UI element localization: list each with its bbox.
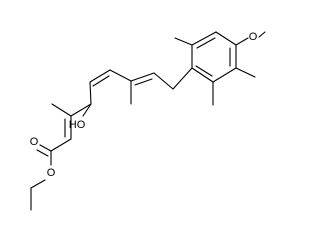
atom-labels: O HO O O xyxy=(30,31,258,179)
chain-bond xyxy=(172,67,193,90)
ring-bond xyxy=(215,31,237,46)
methyl-bond xyxy=(235,67,256,78)
ring-bond xyxy=(212,67,237,83)
chain-bond xyxy=(89,81,92,105)
carbonyl-oxygen-label: O xyxy=(30,136,39,148)
methoxy-oxygen-label: O xyxy=(249,31,258,43)
chain-bond xyxy=(50,138,72,152)
ring-bond xyxy=(191,31,217,46)
methyl-bond xyxy=(174,37,193,46)
chain-double-bond xyxy=(92,75,110,87)
structure-diagram: O HO O O xyxy=(30,31,266,211)
ring-bond xyxy=(195,65,213,77)
bond-lines xyxy=(30,31,266,211)
methoxy-methyl-bond xyxy=(258,31,266,38)
hydroxyl-label: HO xyxy=(69,119,86,131)
methyl-bond xyxy=(51,103,72,117)
chain-double-bond xyxy=(134,78,153,86)
ring-bond xyxy=(191,67,214,83)
chain-bond xyxy=(89,69,111,83)
chain-bond xyxy=(153,72,174,90)
hydroxyl-bond xyxy=(82,103,92,117)
carbonyl-bond xyxy=(39,144,52,152)
chain-bond xyxy=(109,69,132,82)
ethyl-bond xyxy=(30,179,46,189)
ring-bond xyxy=(196,37,216,49)
chain-bond xyxy=(70,103,92,117)
methoxy-bond xyxy=(235,37,249,46)
ester-oxygen-label: O xyxy=(47,167,56,179)
chain-bond xyxy=(130,72,155,82)
carbonyl-bond xyxy=(36,149,49,157)
